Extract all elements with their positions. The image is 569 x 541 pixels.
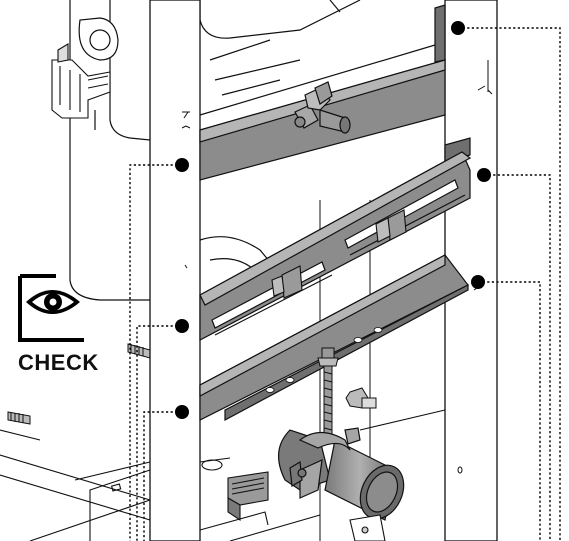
bottom-bracket xyxy=(199,511,321,541)
callout-lines xyxy=(129,27,561,541)
angle-valve xyxy=(294,81,351,134)
adjustable-bracket xyxy=(199,137,472,341)
hanger-bracket xyxy=(51,43,111,119)
eye-icon xyxy=(18,274,84,342)
callout-dot xyxy=(175,319,189,333)
lower-angle-rail xyxy=(199,254,469,422)
pipe-clamp xyxy=(289,427,361,499)
check-label: CHECK xyxy=(18,350,99,375)
rail-holes xyxy=(265,327,383,393)
callout-dot xyxy=(451,21,465,35)
side-nut xyxy=(345,387,377,409)
cistern-tank xyxy=(69,0,361,301)
callout-dot xyxy=(175,158,189,172)
callout-dot xyxy=(471,275,485,289)
bracket-clips xyxy=(271,209,407,299)
callout-dots xyxy=(175,21,491,419)
callout-dot xyxy=(477,168,491,182)
foot-right xyxy=(349,514,386,541)
threaded-rod xyxy=(317,347,339,437)
floor-frame xyxy=(0,429,151,541)
threaded-rod-left-lower xyxy=(7,411,31,425)
floor-drain xyxy=(199,457,269,522)
threaded-rod-left-upper xyxy=(127,343,151,359)
callout-dot xyxy=(175,405,189,419)
